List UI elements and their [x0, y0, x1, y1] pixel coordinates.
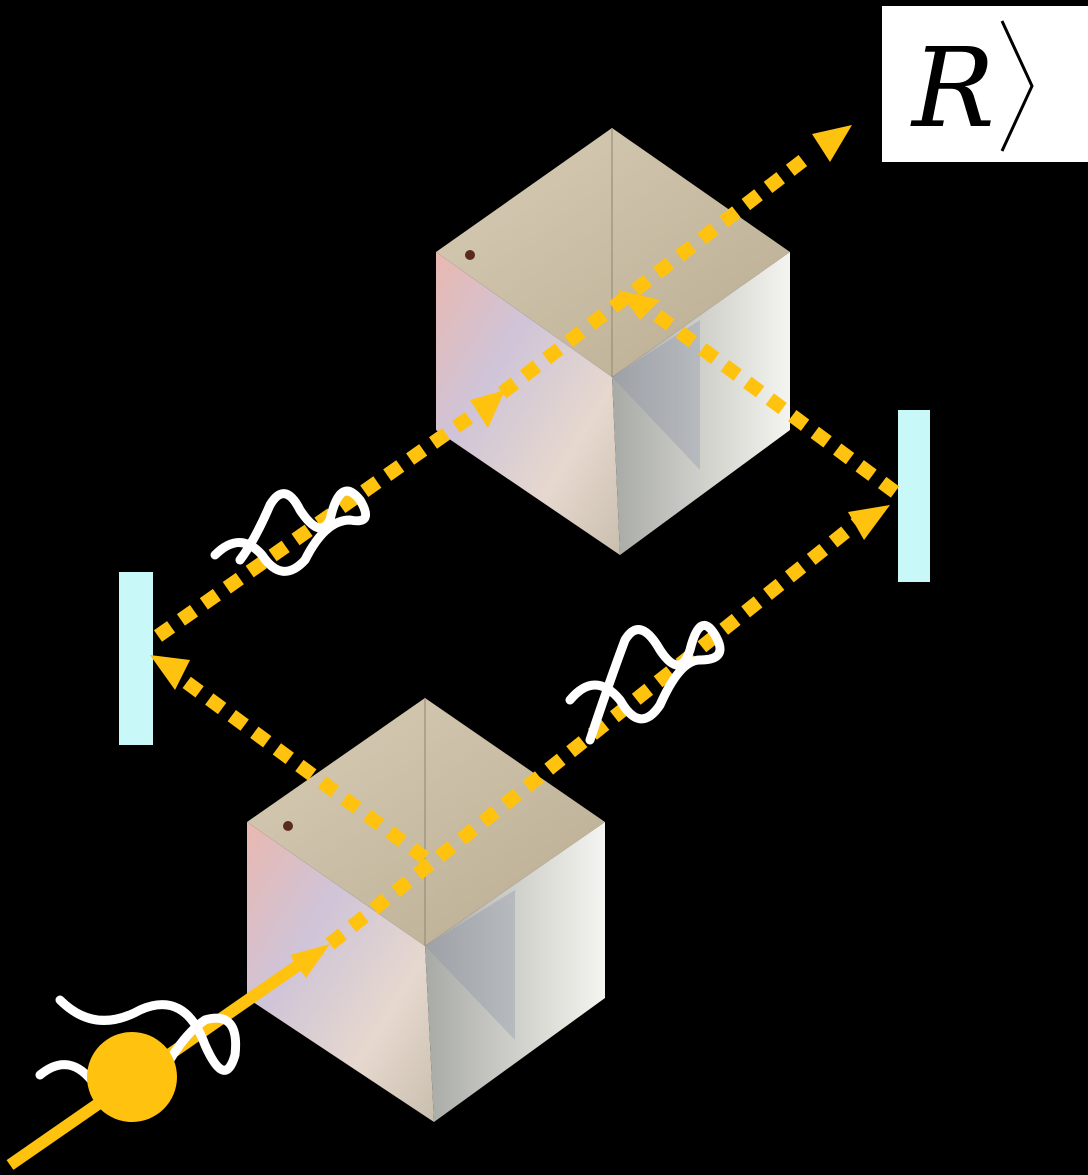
ket-label: R	[910, 20, 1034, 152]
arrow-head-icon	[470, 390, 505, 428]
arrow-head-icon	[618, 290, 660, 320]
state-label-box: R	[882, 6, 1088, 162]
arrow-head-icon	[848, 505, 890, 540]
wave-packet-icon	[210, 486, 371, 576]
ket-bracket-icon	[1000, 20, 1034, 152]
arrow-heads	[150, 125, 890, 690]
state-letter: R	[910, 24, 995, 152]
arrow-head-icon	[150, 655, 190, 690]
wave-packet-icon	[565, 621, 725, 745]
upper-beam-splitter-cube	[436, 128, 790, 555]
photon-dot-icon	[87, 1032, 177, 1122]
arrow-head-icon	[812, 125, 852, 162]
right-mirror	[898, 410, 930, 582]
arrow-head-icon	[290, 944, 330, 978]
lower-beam-splitter-cube	[247, 698, 605, 1122]
left-mirror	[119, 572, 153, 745]
